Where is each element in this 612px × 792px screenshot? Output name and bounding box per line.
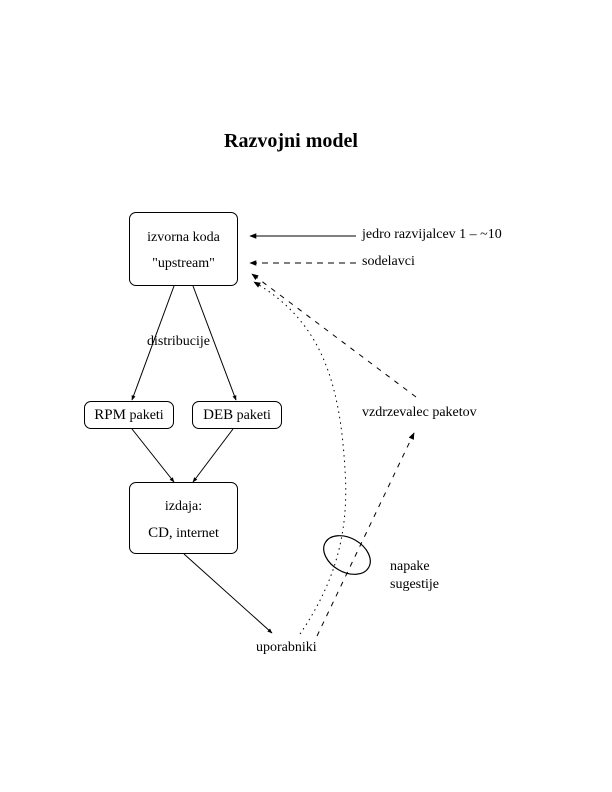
edge-maintainer-to-source	[251, 273, 417, 398]
node-rpm-packages: RPM paketi	[84, 401, 174, 429]
rpm-rest: paketi	[129, 408, 164, 423]
node-source-code: izvorna koda "upstream"	[129, 212, 238, 286]
deb-strong: DEB	[203, 407, 234, 423]
rpm-strong: RPM	[94, 407, 126, 423]
label-maintainer: vzdrzevalec paketov	[362, 405, 477, 420]
label-suggestions: sugestije	[390, 577, 439, 592]
edge-rpm-to-release	[131, 428, 175, 483]
edge-users-to-maintainer	[316, 432, 415, 637]
deb-rest: paketi	[236, 408, 271, 423]
release-strong: CD,	[148, 525, 173, 541]
edge-deb-to-release	[192, 428, 234, 483]
node-deb-packages: DEB paketi	[192, 401, 282, 429]
edge-users-to-source	[253, 281, 347, 635]
label-contributors: sodelavci	[362, 254, 415, 269]
node-source-line2: "upstream"	[152, 256, 215, 271]
node-source-line1: izvorna koda	[147, 230, 220, 245]
node-release-line2: CD, internet	[130, 523, 237, 544]
diagram-title: Razvojni model	[224, 130, 358, 152]
edge-release-to-users	[183, 553, 273, 634]
node-release: izdaja: CD, internet	[129, 482, 238, 554]
edge-source-to-deb	[192, 285, 237, 401]
node-release-line1: izdaja:	[164, 499, 203, 514]
label-core-devs: jedro razvijalcev 1 – ~10	[362, 227, 502, 242]
label-users: uporabniki	[256, 640, 317, 655]
feedback-ellipse	[323, 535, 371, 575]
label-bugs: napake	[390, 559, 430, 574]
release-rest: internet	[176, 526, 219, 541]
label-distributions: distribucije	[147, 334, 210, 349]
edge-source-to-rpm	[131, 285, 175, 401]
